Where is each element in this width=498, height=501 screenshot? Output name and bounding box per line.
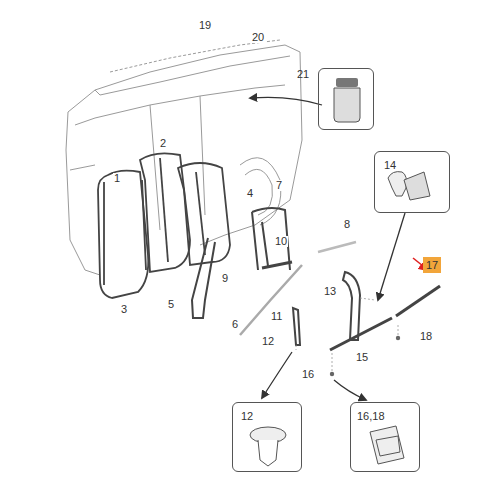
highlighted-callout: 17	[423, 257, 441, 273]
callout-number: 12	[241, 411, 253, 422]
trim-strips	[192, 208, 440, 350]
callout-number: 20	[251, 32, 265, 43]
detail-box: 12	[232, 402, 302, 472]
callout-number: 16	[301, 369, 315, 380]
callout-number: 17	[426, 260, 438, 271]
callout-number: 1	[113, 173, 121, 184]
callout-number: 2	[159, 138, 167, 149]
callout-number: 9	[221, 273, 229, 284]
callout-number: 15	[355, 352, 369, 363]
callout-number: 11	[270, 311, 283, 322]
callout-number: 10	[274, 236, 288, 247]
arrows	[250, 97, 428, 400]
detail-box: 21	[318, 68, 374, 130]
detail-box: 14	[374, 151, 450, 213]
callout-number: 13	[323, 286, 337, 297]
callout-number: 6	[231, 319, 239, 330]
callout-number: 4	[246, 188, 254, 199]
detail-icons	[250, 78, 430, 466]
callout-number: 7	[275, 180, 283, 191]
callout-number: 8	[343, 219, 351, 230]
detail-box: 16,18	[350, 402, 420, 472]
callout-number: 18	[419, 331, 433, 342]
callout-number: 12	[261, 336, 275, 347]
callout-number: 21	[297, 69, 309, 80]
callout-number: 16,18	[357, 411, 385, 422]
callout-number: 3	[120, 304, 128, 315]
clip-dots	[330, 336, 400, 376]
callout-number: 14	[384, 160, 396, 171]
car-body	[66, 40, 302, 275]
callout-number: 19	[198, 20, 212, 31]
leader-lines	[296, 298, 398, 372]
callout-number: 5	[167, 299, 175, 310]
door-seals	[98, 153, 230, 298]
